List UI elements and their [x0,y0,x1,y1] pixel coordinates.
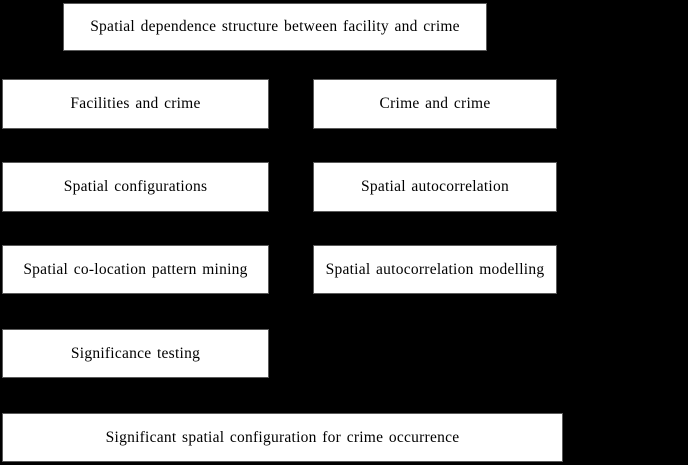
flow-box-significance-testing: Significance testing [2,329,269,378]
flow-box-spatial-autocorrelation: Spatial autocorrelation [313,162,557,212]
flow-box-result: Significant spatial configuration for cr… [2,413,563,462]
flow-box-spatial-configurations: Spatial configurations [2,162,269,212]
flow-box-facilities-and-crime: Facilities and crime [2,79,269,129]
flow-box-crime-and-crime: Crime and crime [313,79,557,129]
flow-box-autocorrelation-modelling: Spatial autocorrelation modelling [313,245,557,294]
flow-box-title: Spatial dependence structure between fac… [63,3,487,51]
flow-box-colocation-pattern-mining: Spatial co-location pattern mining [2,245,269,294]
